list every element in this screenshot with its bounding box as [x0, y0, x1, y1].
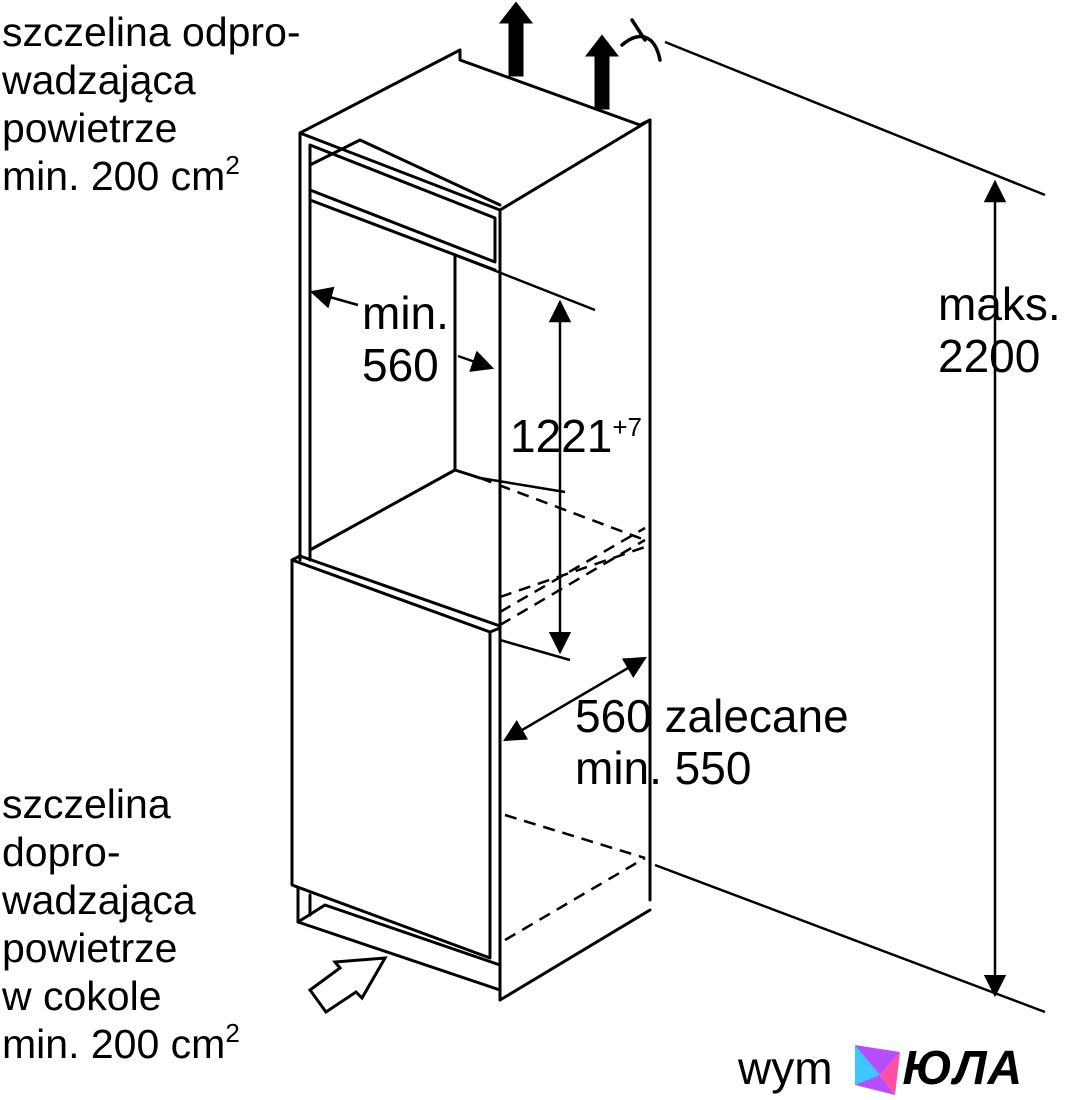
watermark: wym ЮЛА — [738, 1036, 1023, 1100]
bottom-vent-label: szczelina dopro- wadzająca powietrze w c… — [2, 781, 240, 1067]
cabinet-bottom-right — [498, 908, 652, 1002]
intake-arrow-icon — [307, 956, 388, 1015]
niche-shelf — [308, 468, 482, 552]
depth-label: 560 zalecane min. 550 — [575, 690, 849, 794]
exhaust-arrow-icon — [498, 1, 534, 77]
top-vent-frame — [308, 143, 497, 264]
top-vent-label: szczelina odpro- wadzająca powietrze min… — [2, 9, 301, 199]
width-dimension-arrow-left — [309, 286, 359, 309]
width-dimension-arrow-right — [457, 350, 495, 372]
width-min-label: min. 560 — [362, 287, 449, 391]
max-height-label: maks. 2200 — [938, 278, 1061, 382]
ventilation-symbol-icon — [620, 34, 662, 62]
hidden-line-2 — [504, 813, 646, 860]
logo-icon — [855, 1045, 900, 1095]
plinth-frame — [296, 886, 502, 992]
watermark-brand: ЮЛА — [902, 1041, 1024, 1095]
appliance-door — [290, 558, 492, 960]
hidden-line-1 — [479, 476, 646, 542]
exhaust-arrow-icon-2 — [584, 34, 620, 110]
depth-arrow — [503, 656, 647, 742]
watermark-text: wym — [738, 1042, 833, 1094]
niche-height-label: 1221+7 — [510, 410, 642, 462]
